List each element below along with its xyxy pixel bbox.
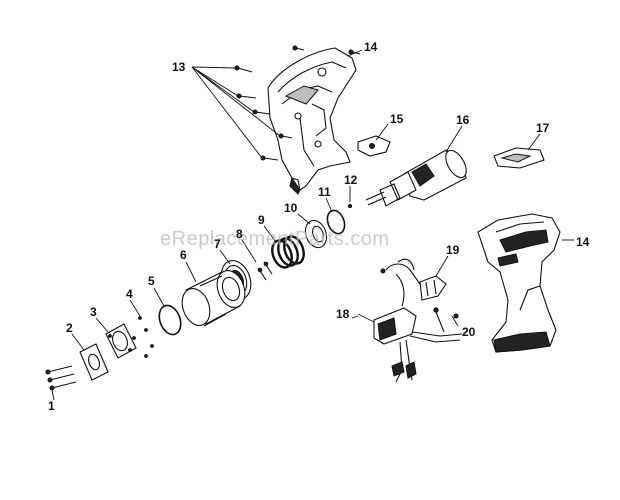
callout-6: 6 bbox=[180, 248, 187, 262]
housing-half-right bbox=[477, 213, 574, 353]
callout-10: 10 bbox=[284, 201, 298, 215]
callout-1: 1 bbox=[48, 399, 55, 413]
part-6-clutch-housing bbox=[181, 261, 246, 327]
part-19-terminal bbox=[380, 255, 449, 301]
housing-screws bbox=[234, 45, 361, 161]
callout-15: 15 bbox=[390, 112, 404, 126]
housing-half-left bbox=[267, 47, 357, 195]
callout-9: 9 bbox=[258, 213, 265, 227]
part-18-switch bbox=[357, 273, 463, 383]
part-15-clip bbox=[357, 123, 391, 157]
callout-11: 11 bbox=[318, 185, 331, 199]
part-1-screws bbox=[45, 365, 77, 401]
callout-7: 7 bbox=[214, 237, 221, 251]
leader-lines-13 bbox=[191, 66, 281, 159]
part-11-washer bbox=[325, 197, 346, 235]
part-8-pins bbox=[241, 239, 273, 281]
callout-12: 12 bbox=[344, 173, 358, 187]
callout-20: 20 bbox=[462, 325, 476, 339]
part-9-spring bbox=[263, 225, 305, 269]
callout-3: 3 bbox=[90, 305, 97, 319]
part-10-collar bbox=[297, 213, 328, 249]
part-3-plate bbox=[95, 317, 137, 359]
callout-16: 16 bbox=[456, 113, 470, 127]
callout-2: 2 bbox=[66, 321, 73, 335]
callout-4: 4 bbox=[126, 287, 133, 301]
callout-18: 18 bbox=[336, 307, 350, 321]
callout-13: 13 bbox=[172, 60, 186, 74]
part-2-plate bbox=[71, 333, 109, 381]
callout-5: 5 bbox=[148, 274, 155, 288]
part-4-balls bbox=[129, 299, 154, 358]
part-20-connector bbox=[433, 307, 459, 333]
part-12-ball bbox=[347, 186, 353, 209]
part-17-cover bbox=[493, 133, 545, 169]
callout-8: 8 bbox=[236, 227, 243, 241]
part-16-motor bbox=[365, 125, 467, 207]
watermark-text: eReplacementParts.com bbox=[160, 228, 390, 250]
callout-14-top: 14 bbox=[364, 40, 378, 54]
callout-17: 17 bbox=[536, 121, 550, 135]
callout-14-right: 14 bbox=[576, 235, 590, 249]
part-5-ring bbox=[153, 287, 182, 336]
callout-19: 19 bbox=[446, 243, 460, 257]
